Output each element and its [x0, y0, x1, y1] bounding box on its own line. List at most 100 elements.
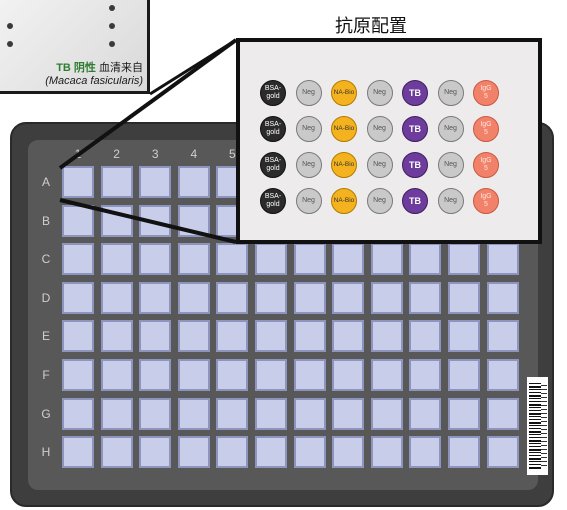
well-G5[interactable]: [216, 397, 249, 430]
well-C5[interactable]: [216, 243, 249, 276]
well-C1[interactable]: [62, 243, 94, 276]
well-A3[interactable]: [139, 166, 172, 198]
well-F5[interactable]: [216, 359, 249, 391]
well-H5[interactable]: [216, 436, 249, 469]
column-label-4: 4: [190, 147, 198, 161]
well-C7[interactable]: [293, 243, 326, 276]
well-C12[interactable]: [486, 243, 519, 276]
well-E12[interactable]: [486, 320, 519, 353]
well-C2[interactable]: [100, 243, 133, 276]
well-A4[interactable]: [177, 166, 210, 198]
well-G9[interactable]: [370, 397, 403, 430]
well-C11[interactable]: [448, 243, 480, 276]
photo-spot: [109, 5, 115, 11]
well-C4[interactable]: [177, 243, 210, 276]
well-D11[interactable]: [448, 281, 480, 314]
well-G7[interactable]: [293, 397, 326, 430]
antigen-spot-igg: IgG 5: [473, 116, 499, 142]
well-B2[interactable]: [100, 204, 133, 237]
well-A1[interactable]: [62, 166, 94, 198]
well-H10[interactable]: [409, 436, 442, 469]
well-G8[interactable]: [332, 397, 365, 430]
well-E5[interactable]: [216, 320, 249, 353]
well-E9[interactable]: [370, 320, 403, 353]
well-B3[interactable]: [139, 204, 172, 237]
caption-serum-from: 血清来自: [95, 62, 143, 74]
well-F10[interactable]: [409, 359, 442, 391]
well-C3[interactable]: [139, 243, 172, 276]
antigen-spot-na: NA-Bio: [331, 188, 357, 214]
well-C10[interactable]: [409, 243, 442, 276]
well-E6[interactable]: [255, 320, 287, 353]
well-F9[interactable]: [370, 359, 403, 391]
well-G11[interactable]: [448, 397, 480, 430]
well-D2[interactable]: [100, 281, 133, 314]
well-F2[interactable]: [100, 359, 133, 391]
well-E3[interactable]: [139, 320, 172, 353]
antigen-spot-neg: Neg: [437, 188, 464, 214]
well-D7[interactable]: [293, 281, 326, 314]
well-H6[interactable]: [255, 436, 287, 469]
well-G4[interactable]: [177, 397, 210, 430]
antigen-spot-igg: IgG 5: [473, 152, 499, 178]
well-G12[interactable]: [486, 397, 519, 430]
photo-caption: TB 阴性 血清来自 (Macaca fasicularis): [1, 62, 143, 88]
well-F6[interactable]: [255, 359, 287, 391]
well-D8[interactable]: [332, 281, 365, 314]
well-H9[interactable]: [370, 436, 403, 469]
well-C8[interactable]: [332, 243, 365, 276]
well-E4[interactable]: [177, 320, 210, 353]
antigen-spot-tb: TB: [402, 152, 428, 178]
well-E11[interactable]: [448, 320, 480, 353]
well-C6[interactable]: [255, 243, 287, 276]
antigen-spot-bsa: BSA- gold: [260, 116, 286, 142]
well-F4[interactable]: [177, 359, 210, 391]
photo-inset: TB 阴性 血清来自 (Macaca fasicularis): [0, 0, 150, 94]
well-F8[interactable]: [332, 359, 365, 391]
well-D6[interactable]: [255, 281, 287, 314]
well-G3[interactable]: [139, 397, 172, 430]
antigen-spot-neg: Neg: [295, 188, 322, 214]
well-D1[interactable]: [62, 281, 94, 314]
well-E1[interactable]: [62, 320, 94, 353]
well-G2[interactable]: [100, 397, 133, 430]
well-H2[interactable]: [100, 436, 133, 469]
well-A2[interactable]: [100, 166, 133, 198]
well-F7[interactable]: [293, 359, 326, 391]
antigen-spot-neg: Neg: [295, 152, 322, 178]
well-H8[interactable]: [332, 436, 365, 469]
well-C9[interactable]: [370, 243, 403, 276]
well-D9[interactable]: [370, 281, 403, 314]
well-F12[interactable]: [486, 359, 519, 391]
well-H12[interactable]: [486, 436, 519, 469]
well-F3[interactable]: [139, 359, 172, 391]
well-E8[interactable]: [332, 320, 365, 353]
antigen-spot-na: NA-Bio: [331, 152, 357, 178]
well-D4[interactable]: [177, 281, 210, 314]
photo-spot: [7, 41, 13, 47]
well-B1[interactable]: [62, 204, 94, 237]
well-F1[interactable]: [62, 359, 94, 391]
well-G1[interactable]: [62, 397, 94, 430]
well-H4[interactable]: [177, 436, 210, 469]
well-G6[interactable]: [255, 397, 287, 430]
well-H11[interactable]: [448, 436, 480, 469]
well-E7[interactable]: [293, 320, 326, 353]
well-H1[interactable]: [62, 436, 94, 469]
well-D12[interactable]: [486, 281, 519, 314]
well-F11[interactable]: [448, 359, 480, 391]
well-D10[interactable]: [409, 281, 442, 314]
row-label-C: C: [41, 252, 51, 267]
well-G10[interactable]: [409, 397, 442, 430]
well-E10[interactable]: [409, 320, 442, 353]
well-H7[interactable]: [293, 436, 326, 469]
well-H3[interactable]: [139, 436, 172, 469]
antigen-spot-neg: Neg: [295, 80, 322, 106]
antigen-spot-igg: IgG 5: [473, 188, 499, 214]
well-D3[interactable]: [139, 281, 172, 314]
well-D5[interactable]: [216, 281, 249, 314]
well-B4[interactable]: [177, 204, 210, 237]
well-E2[interactable]: [100, 320, 133, 353]
antigen-spot-neg: Neg: [366, 116, 393, 142]
